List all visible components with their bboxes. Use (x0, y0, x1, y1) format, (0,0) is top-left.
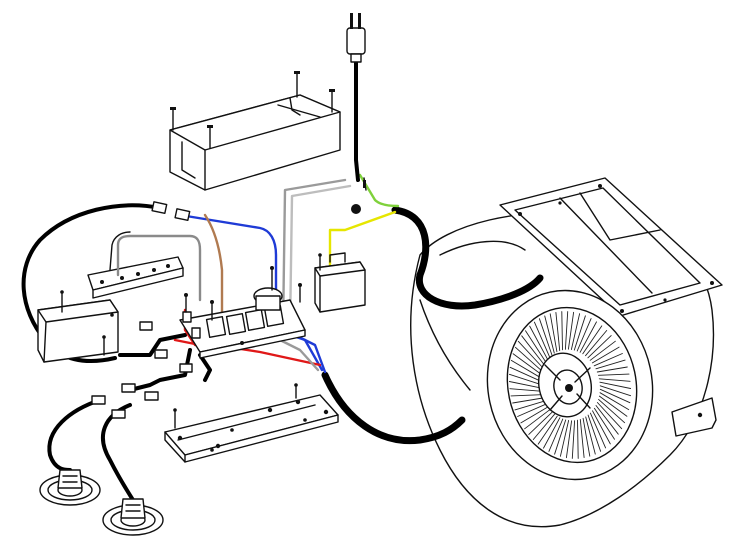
light-transformer-box (169, 71, 341, 191)
blower-blade (512, 353, 542, 375)
blower-blade (528, 411, 553, 435)
blower-blade (555, 311, 561, 352)
blower-blade (525, 330, 547, 363)
control-board-cover (164, 383, 339, 463)
blower-blade (589, 412, 607, 449)
blower-blade (510, 359, 541, 378)
blower-blade (533, 321, 551, 358)
blower-blade (592, 410, 611, 445)
blower-blade (548, 418, 564, 452)
blower-blade (520, 406, 549, 424)
blower-blade (579, 418, 585, 459)
blower-blade (567, 311, 575, 350)
blower-blade (587, 335, 612, 359)
blower-blade (537, 415, 558, 445)
blower-blade (549, 313, 558, 353)
blower-blade (532, 413, 555, 440)
blower-blade (596, 402, 623, 430)
screw-head (170, 107, 176, 110)
motor-capacitor (314, 252, 366, 313)
blower-blade (543, 417, 561, 449)
screw-head (207, 125, 213, 128)
blower-blade (598, 395, 628, 417)
blower-blade (595, 405, 619, 435)
blower-blade (508, 373, 541, 385)
blower-blade (593, 353, 623, 367)
blower-blade (599, 388, 631, 404)
blower-blade (524, 409, 551, 430)
wire-connectors (91, 201, 193, 419)
blower-blade (565, 420, 573, 459)
blower-blade (517, 340, 544, 368)
blower-blade (587, 414, 602, 452)
blower-blade (559, 420, 570, 457)
blower-blade (599, 392, 630, 411)
blower-blade (544, 315, 555, 354)
blower-blade (598, 373, 630, 376)
blower-blade (570, 313, 581, 350)
blower-blade (599, 381, 632, 389)
blower-blade (514, 346, 542, 372)
blower-blade (589, 340, 616, 361)
blower-blade (576, 318, 592, 352)
control-switch-panel (87, 231, 202, 302)
ballast-box (37, 290, 119, 363)
blower-blade (514, 400, 545, 411)
lamp-socket-left (39, 469, 101, 506)
power-plug-cord (346, 13, 367, 214)
blower-blade (585, 416, 596, 455)
blower-blade (571, 420, 576, 459)
blower-blade (598, 378, 631, 382)
blower-motor-housing (410, 177, 723, 528)
relay-circuit-board (179, 266, 306, 359)
blower-blade (517, 403, 547, 417)
blower-blade (509, 388, 542, 392)
blower-blade (582, 325, 603, 355)
blower-blade (561, 311, 563, 351)
screw-head (294, 71, 300, 74)
blower-blade (598, 398, 626, 424)
blower-blade (579, 321, 597, 353)
blower-blade (510, 394, 542, 397)
blower-blade (521, 335, 545, 365)
blower-blade (554, 419, 567, 455)
blower-blade (573, 315, 586, 351)
blower-blade (564, 311, 569, 350)
blower-blade (512, 397, 544, 404)
blower-blade (538, 318, 553, 356)
blower-blade (591, 346, 620, 364)
blower-blade (595, 359, 626, 370)
blower-blade (509, 366, 541, 382)
blower-blade (577, 419, 579, 459)
blower-blade (593, 407, 615, 440)
blower-blade (582, 417, 591, 457)
screw-head (329, 89, 335, 92)
blower-blade (596, 366, 628, 373)
blower-blade (508, 381, 541, 389)
blower-blade (529, 325, 548, 360)
lamp-socket-right (102, 498, 164, 536)
blower-blade (585, 330, 608, 357)
blower-blade (599, 385, 632, 397)
